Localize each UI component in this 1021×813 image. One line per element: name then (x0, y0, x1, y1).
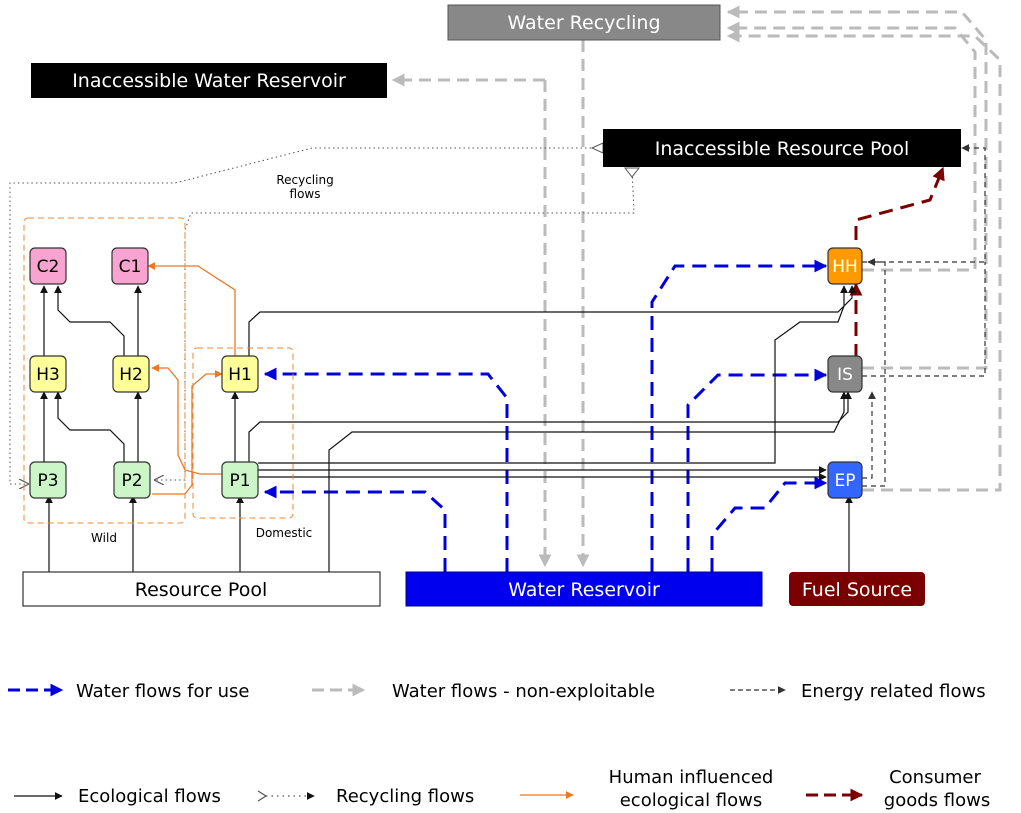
inaccessible-resource-pool-box: Inaccessible Resource Pool (603, 129, 961, 167)
resource-pool-box: Resource Pool (22, 571, 381, 607)
node-is-label: IS (837, 365, 853, 385)
legend-water-nonexploitable: Water flows - non-exploitable (312, 681, 655, 702)
water-reservoir-label: Water Reservoir (508, 579, 660, 601)
node-c2-label: C2 (37, 257, 60, 277)
node-p2-label: P2 (121, 471, 142, 491)
legend-human-influenced-label-line2: ecological flows (620, 790, 763, 811)
node-ep-label: EP (835, 471, 856, 491)
recycling-flows-annotation-line2: flows (290, 187, 321, 201)
legend-water-use-label: Water flows for use (76, 681, 249, 702)
water-recycling-label: Water Recycling (507, 12, 660, 34)
inaccessible-resource-pool-label: Inaccessible Resource Pool (655, 138, 910, 160)
recycling-flows-annotation-line1: Recycling (276, 173, 333, 187)
fuel-source-label: Fuel Source (802, 579, 912, 601)
legend-recycling: Recycling flows (257, 786, 474, 807)
legend-water-use: Water flows for use (8, 681, 249, 702)
node-c2: C2 (29, 247, 67, 285)
node-hh-label: HH (832, 257, 858, 277)
node-p3-label: P3 (37, 471, 58, 491)
node-h3: H3 (29, 355, 67, 393)
water-use-flows (263, 259, 828, 572)
inaccessible-water-reservoir-box: Inaccessible Water Reservoir (31, 63, 387, 98)
resource-pool-label: Resource Pool (135, 579, 267, 601)
node-ep: EP (827, 461, 863, 499)
legend-human-influenced: Human influenced ecological flows (520, 767, 773, 811)
node-h1-label: H1 (228, 365, 252, 385)
node-p3: P3 (29, 461, 67, 499)
consumer-goods-flows (849, 166, 945, 358)
legend-consumer-goods-label-line2: goods flows (884, 790, 990, 811)
recycling-flows (9, 142, 641, 484)
node-hh: HH (827, 247, 863, 285)
node-h2: H2 (112, 355, 150, 393)
node-c1: C1 (111, 247, 149, 285)
legend: Water flows for use Water flows - non-ex… (8, 681, 990, 811)
water-recycling-box: Water Recycling (447, 4, 721, 41)
domestic-group-outline (192, 347, 294, 519)
ecological-flows (40, 285, 856, 572)
legend-human-influenced-label-line1: Human influenced (609, 767, 774, 788)
legend-water-nonexploitable-label: Water flows - non-exploitable (392, 681, 655, 702)
node-c1-label: C1 (119, 257, 142, 277)
water-nonexploitable-flows (391, 5, 1002, 568)
human-influenced-flows (147, 262, 236, 495)
wild-group-label: Wild (91, 531, 117, 545)
water-reservoir-box: Water Reservoir (405, 571, 763, 607)
domestic-group-label: Domestic (256, 526, 313, 540)
node-h3-label: H3 (36, 365, 60, 385)
inaccessible-water-reservoir-label: Inaccessible Water Reservoir (72, 70, 346, 92)
legend-consumer-goods-label-line1: Consumer (889, 767, 981, 788)
node-p2: P2 (113, 461, 151, 499)
legend-energy: Energy related flows (730, 681, 986, 702)
legend-recycling-label: Recycling flows (336, 786, 474, 807)
node-p1: P1 (221, 461, 259, 499)
node-p1-label: P1 (229, 471, 250, 491)
fuel-source-box: Fuel Source (789, 572, 925, 606)
node-is: IS (827, 355, 863, 393)
energy-flows (862, 144, 986, 487)
node-h1: H1 (221, 355, 259, 393)
legend-consumer-goods: Consumer goods flows (806, 767, 990, 811)
legend-ecological: Ecological flows (14, 786, 221, 807)
legend-energy-label: Energy related flows (801, 681, 986, 702)
node-h2-label: H2 (119, 365, 143, 385)
legend-ecological-label: Ecological flows (78, 786, 221, 807)
